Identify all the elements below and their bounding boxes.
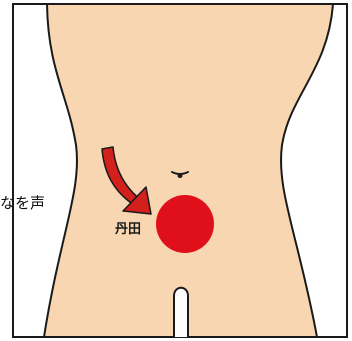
side-text-fragment: なを声 (0, 196, 45, 211)
red-dot-icon (156, 195, 214, 253)
leg-gap (174, 288, 188, 337)
tanden-label: 丹田 (115, 222, 141, 237)
torso-shape (44, 4, 333, 337)
